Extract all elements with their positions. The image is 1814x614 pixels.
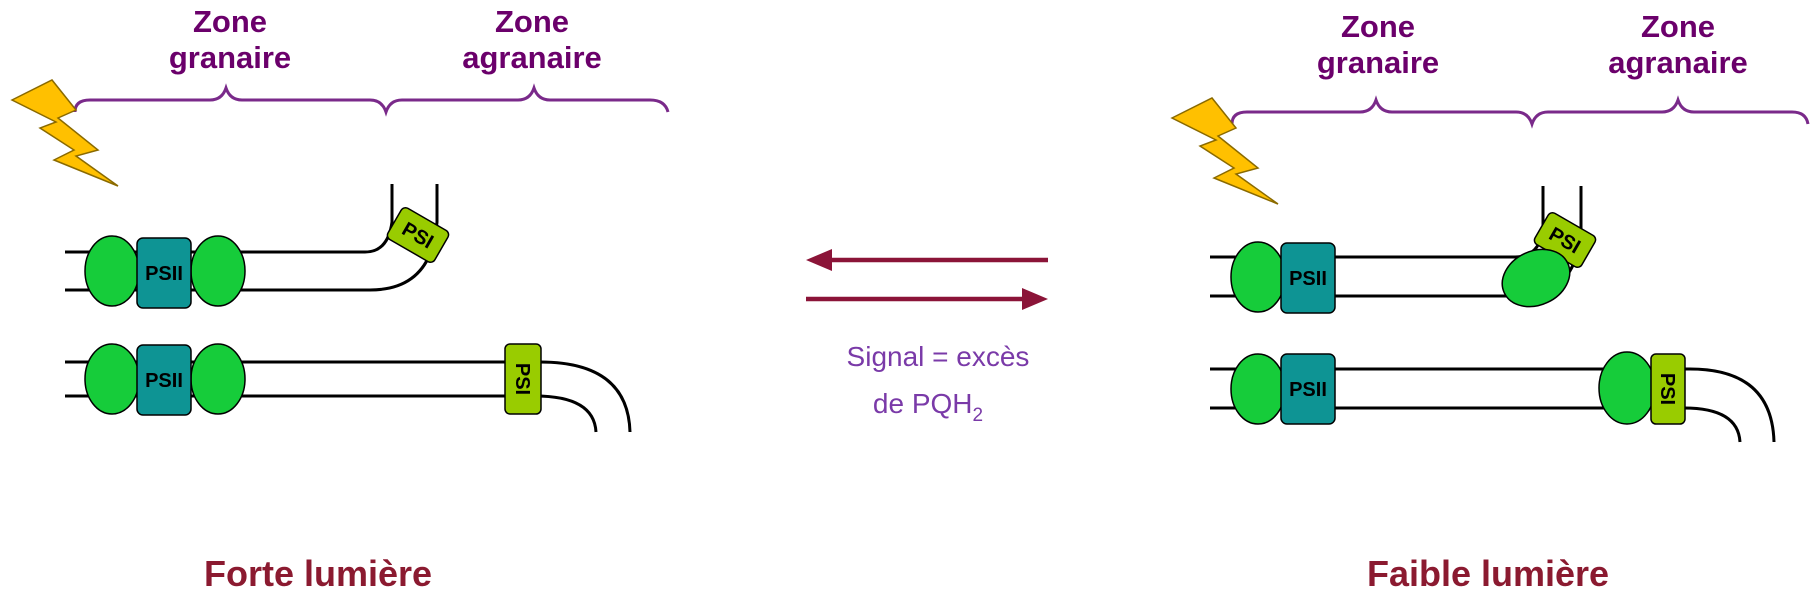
right-zone-agranaire-line2: agranaire [1608, 45, 1748, 80]
left-bottom-psi-complex [504, 343, 542, 415]
left-zone-granaire-line2: granaire [169, 40, 291, 75]
right-top-lhc-migrated [1501, 248, 1571, 308]
arrow-right-icon [806, 288, 1048, 310]
left-top-psii-complex [136, 237, 192, 309]
right-top-thylakoid: PSII PSI [1210, 186, 1597, 314]
signal-line1: Signal = excès [847, 341, 1030, 372]
left-lightning-icon [10, 79, 119, 187]
left-bottom-psii-label: PSII [145, 370, 183, 392]
right-bottom-psi-complex [1650, 353, 1686, 425]
left-caption: Forte lumière [204, 553, 432, 594]
left-top-thylakoid: PSII PSI [65, 184, 450, 309]
left-top-lhc-right [190, 235, 246, 307]
left-top-psi-complex: PSI [386, 206, 450, 264]
right-top-psii-complex [1280, 242, 1336, 314]
right-zone-brace [1230, 95, 1810, 129]
left-top-lhc-left [84, 235, 140, 307]
right-bottom-psii-complex [1280, 353, 1336, 425]
right-zone-granaire-line1: Zone [1341, 9, 1415, 44]
right-top-psi-complex: PSI [1533, 211, 1597, 269]
right-bottom-lhc-migrated [1598, 351, 1656, 425]
right-top-lhc-left [1230, 241, 1286, 313]
right-bottom-lhc-left [1230, 353, 1286, 425]
left-bottom-thylakoid: PSII PSI [65, 343, 632, 433]
signal-line2-subscript: 2 [973, 405, 984, 426]
right-bottom-psi-label: PSI [1656, 373, 1678, 405]
signal-line2: de PQH2 [873, 388, 983, 426]
center-transition: Signal = excès de PQH2 [806, 249, 1048, 426]
left-bottom-psi-label: PSI [511, 363, 533, 395]
signal-line2-text: de PQH [873, 388, 973, 419]
left-bottom-lhc-right [190, 343, 246, 415]
left-zone-brace [73, 83, 670, 117]
left-bottom-psii-complex [136, 344, 192, 416]
right-caption: Faible lumière [1367, 553, 1609, 594]
right-bottom-psii-label: PSII [1289, 379, 1327, 401]
right-top-psii-label: PSII [1289, 268, 1327, 290]
left-bottom-lhc-left [84, 343, 140, 415]
left-zone-agranaire-line2: agranaire [462, 40, 602, 75]
right-zone-granaire-line2: granaire [1317, 45, 1439, 80]
right-bottom-thylakoid: PSII PSI [1210, 351, 1776, 443]
left-zone-agranaire-line1: Zone [495, 4, 569, 39]
right-zone-agranaire-line1: Zone [1641, 9, 1715, 44]
arrow-left-icon [806, 249, 1048, 271]
right-lightning-icon [1170, 97, 1279, 205]
left-top-psii-label: PSII [145, 263, 183, 285]
left-panel: Zone granaire Zone agranaire PSII PSI [10, 4, 670, 594]
left-zone-granaire-line1: Zone [193, 4, 267, 39]
right-panel: Zone granaire Zone agranaire PSII PSI PS… [1170, 9, 1810, 594]
